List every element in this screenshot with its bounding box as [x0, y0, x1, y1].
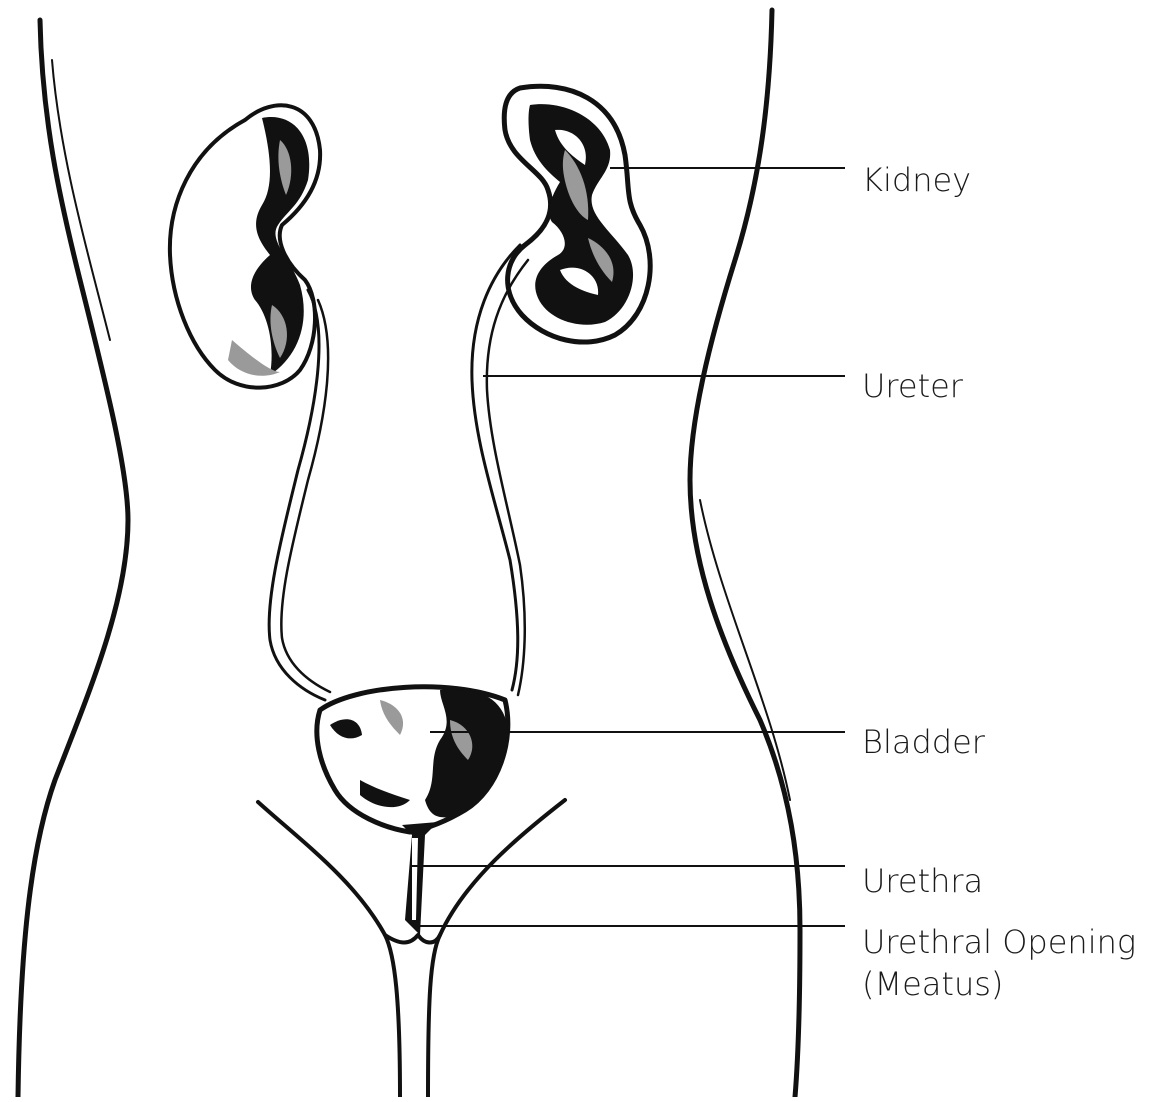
urethral-opening-label: Urethral Opening: [862, 922, 1136, 962]
left-kidney: [170, 105, 320, 387]
urethra: [402, 822, 438, 935]
meatus-label: (Meatus): [862, 964, 1003, 1004]
kidney-label: Kidney: [862, 160, 971, 200]
ureter-label: Ureter: [862, 366, 963, 406]
body-outline: [18, 10, 800, 1097]
right-kidney: [504, 86, 650, 342]
bladder-label: Bladder: [862, 722, 985, 762]
urethra-label: Urethra: [862, 861, 983, 901]
bladder: [317, 687, 508, 832]
